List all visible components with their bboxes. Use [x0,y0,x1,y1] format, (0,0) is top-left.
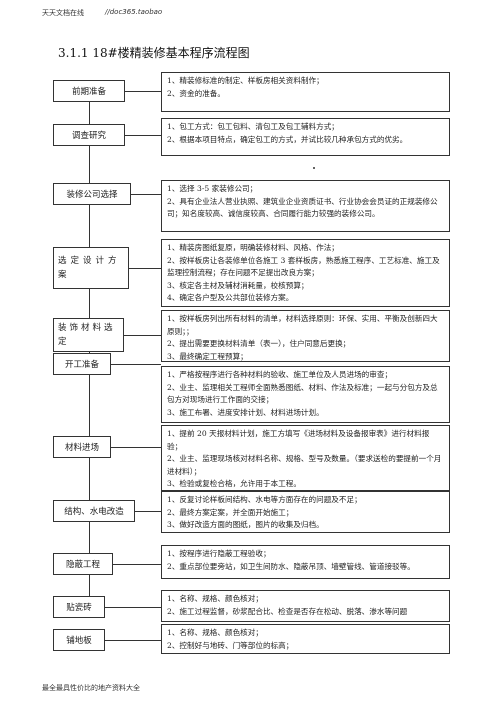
arrow-connector [111,447,161,448]
detail-item: 1、精装修标准的制定、样板房相关资料制作； [167,76,324,85]
detail-item: 3、核定各主材及辅材消耗量，校核预算； [167,280,309,290]
stage-box: 材料进场 [53,436,111,458]
stage-label: 结构、水电改造 [64,507,124,517]
stage-label: 前期准备 [71,87,106,97]
stage-label: 选定设计方案 [58,256,121,280]
page-title: 3.1.1 18#楼精装修基本程序流程图 [58,46,250,60]
stage-detail-box: 1、按程序进行隐蔽工程验收； 2、重点部位要旁站，如卫生间防水、隐蔽吊顶、墙壁管… [161,545,450,579]
stage-box: 铺地板 [53,629,105,651]
detail-item: 3、最终确定工程预算； [167,351,248,361]
stage-detail-box: 1、严格按程序进行各种材料的验收、施工单位及人员进场的审查； 2、业主、监理相关… [161,366,450,423]
detail-item: 2、最终方案定案，并全面开始施工； [167,507,294,517]
stage-box: 前期准备 [53,80,125,102]
detail-item: 1、精装房图纸复原，明确装修材料、风格、作法； [167,243,339,252]
arrow-connector [125,135,161,136]
stage-label: 贴瓷砖 [66,603,92,613]
stage-box: 贴瓷砖 [53,596,105,618]
detail-item: 2、提出需要更换材料清单（表一），住户同意后更换； [167,339,351,348]
detail-item: 1、反复讨论样板间结构、水电等方面存在的问题及不足； [167,495,362,504]
stage-detail-box: 1、精装修标准的制定、样板房相关资料制作； 2、资金的准备。 [161,72,450,112]
stage-label: 铺地板 [66,636,92,646]
arrow-connector [111,364,161,365]
detail-item: 2、按样板房让各装修单位各施工 3 套样板房，熟悉施工程序、工艺标准、施工及监理… [167,255,440,278]
stage-detail-box: 1、包工方式：包工包料、清包工及包工辅料方式； 2、根据本项目特点，确定包工的方… [161,118,450,156]
stage-box: 装修公司选择 [53,183,131,205]
detail-item: 2、施工过程监督，砂浆配合比、检查是否存在松动、脱落、渗水等问题 [167,606,408,616]
stage-detail-box: 1、名称、规格、颜色核对； 2、控制好与地砖、门等部位的标高； [161,624,450,654]
stage-detail-box: 1、精装房图纸复原，明确装修材料、风格、作法； 2、按样板房让各装修单位各施工 … [161,239,450,307]
detail-item: 2、业主、监理相关工程师全面熟悉图纸、材料、作法及标准；一起与分包方及总包方对现… [167,382,438,405]
page-footer: 最全最具性价比的地产资料大全 [42,684,140,692]
stage-box: 开工准备 [53,353,111,375]
detail-item: 3、做好改造方面的图纸，图片的收集及归档。 [167,520,324,529]
detail-item: 1、按样板房列出所有材料的清单，材料选择原则：环保、实用、平衡及创新四大原则；； [167,314,438,336]
stage-detail-box: 1、反复讨论样板间结构、水电等方面存在的问题及不足； 2、最终方案定案，并全面开… [161,491,450,533]
detail-item: 3、检验或复检合格，允许用于本工程。 [167,479,301,488]
stage-label: 调查研究 [71,131,106,141]
stage-detail-box: 1、提前 20 天报材料计划，施工方填写《进场材料及设备报审表》进行材料报验； … [161,425,450,491]
detail-item: 1、按程序进行隐蔽工程验收； [167,549,271,558]
arrow-connector [131,194,161,195]
arrow-connector [113,564,161,565]
stage-label: 装修公司选择 [66,190,118,200]
arrow-connector [135,511,161,512]
detail-item: 2、重点部位要旁站，如卫生间防水、隐蔽吊顶、墙壁管线、管道接驳等。 [167,561,415,571]
stage-detail-box: 1、按样板房列出所有材料的清单，材料选择原则：环保、实用、平衡及创新四大原则；；… [161,310,450,362]
site-url: //doc365.taobao [105,8,163,16]
detail-item: 1、选择 3-5 家装修公司； [167,184,258,193]
detail-item: 1、包工方式：包工包料、清包工及包工辅料方式； [167,122,339,131]
detail-item: 2、控制好与地砖、门等部位的标高； [167,640,294,650]
stage-box: 隐蔽工程 [53,553,113,575]
stage-box: 结构、水电改造 [53,500,135,522]
stage-box: 选定设计方案 [53,247,129,289]
site-header: 天天文档在线 [42,9,84,17]
detail-item: 1、提前 20 天报材料计划，施工方填写《进场材料及设备报审表》进行材料报验； [167,429,430,451]
stage-label: 材料进场 [64,443,99,453]
stray-dot [313,167,315,169]
stage-box: 调查研究 [53,124,125,146]
detail-item: 1、名称、规格、颜色核对； [167,594,263,603]
detail-item: 2、资金的准备。 [167,88,225,98]
stage-box: 装饰材料选定 [53,318,124,352]
detail-item: 1、严格按程序进行各种材料的验收、施工单位及人员进场的审查； [167,370,393,379]
arrow-connector [105,640,161,641]
arrow-connector [129,268,161,269]
arrow-connector [125,91,161,92]
detail-item: 2、业主、监理现场核对材料名称、规格、型号及数量。（要求送检的要提前一个月进材料… [167,454,442,476]
detail-item: 3、施工布署、进度安排计划、材料进场计划。 [167,407,324,417]
detail-item: 1、名称、规格、颜色核对； [167,628,263,637]
stage-label: 隐蔽工程 [65,560,100,570]
stage-label: 装饰材料选定 [58,323,116,347]
detail-item: 2、根据本项目特点，确定包工的方式，并试比较几种承包方式的优劣。 [167,134,408,144]
arrow-connector [105,607,161,608]
stage-label: 开工准备 [64,360,99,370]
stage-detail-box: 1、选择 3-5 家装修公司； 2、具有企业法人营业执照、建筑业企业资质证书、行… [161,180,450,232]
stage-detail-box: 1、名称、规格、颜色核对； 2、施工过程监督，砂浆配合比、检查是否存在松动、脱落… [161,590,450,622]
detail-item: 2、具有企业法人营业执照、建筑业企业资质证书、行业协会会员证的正规装修公司；知名… [167,196,438,219]
detail-item: 4、确定各户型及公共部位装修方案。 [167,293,294,302]
arrow-connector [124,335,161,336]
